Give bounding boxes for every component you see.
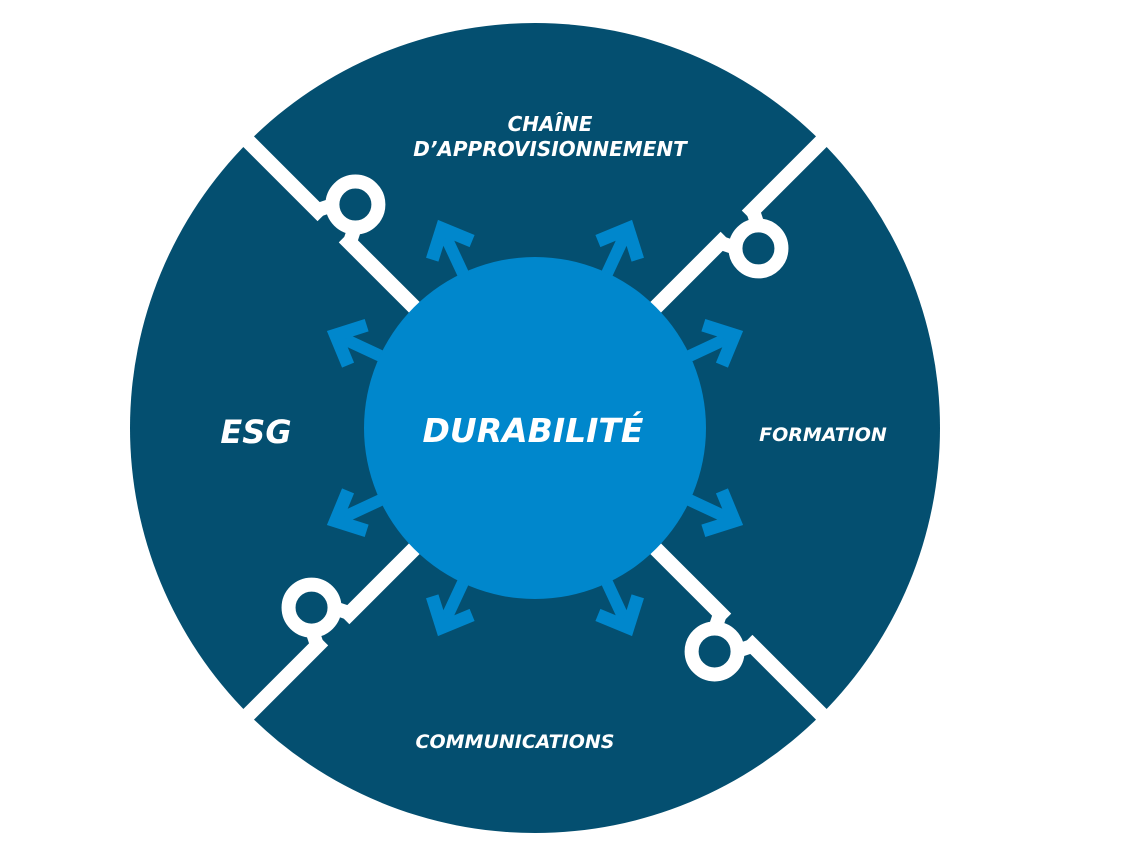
puzzle-divider	[232, 535, 428, 731]
segment-label-bottom: COMMUNICATIONS	[416, 731, 615, 753]
puzzle-divider	[642, 125, 838, 321]
center-label: DURABILITÉ	[423, 410, 644, 450]
segment-label-left: ESG	[220, 413, 291, 451]
puzzle-divider	[642, 535, 838, 731]
segment-label-top-2: D’APPROVISIONNEMENT	[413, 137, 688, 161]
inner-circle	[364, 257, 706, 599]
segment-label-top-1: CHAÎNE	[508, 112, 593, 136]
segment-label-right: FORMATION	[759, 424, 887, 446]
puzzle-divider	[232, 125, 428, 321]
